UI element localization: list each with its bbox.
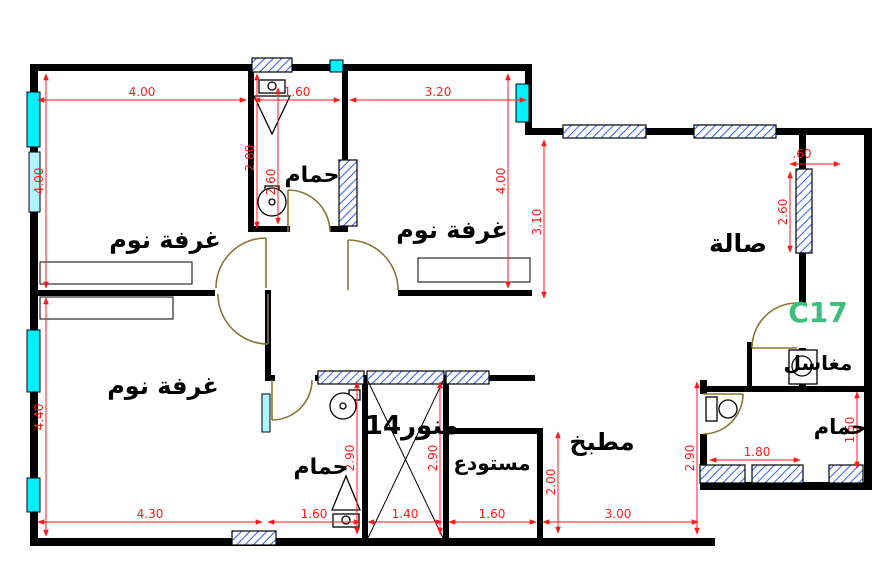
room-label-bedroom1: غرفة نوم xyxy=(109,226,221,254)
dim-label: 1.60 xyxy=(284,85,311,99)
dim-label: 3.20 xyxy=(425,85,452,99)
room-label-bath-top: حمام xyxy=(285,163,340,188)
toilet-icon xyxy=(705,396,738,422)
room-label-bedroom2: غرفة نوم xyxy=(396,216,508,244)
dim-label: 4.30 xyxy=(137,507,164,521)
toilet-icon xyxy=(331,474,361,528)
dim-label: 1.80 xyxy=(744,445,771,459)
window xyxy=(828,464,864,484)
dim-label: 2.80 xyxy=(243,145,257,172)
dim-label: 3.00 xyxy=(605,507,632,521)
room-labels: غرفة نوم حمام غرفة نوم صالة C17 مغاسل حم… xyxy=(107,163,866,480)
room-label-store: مستودع xyxy=(453,451,530,475)
door-arc xyxy=(702,393,744,435)
dim-label: 1.60 xyxy=(479,507,506,521)
room-label-bath-right: حمام xyxy=(814,415,867,439)
doors xyxy=(215,189,798,435)
room-label-kitchen: مطبخ xyxy=(569,428,634,456)
window xyxy=(26,329,41,393)
dim-label: 4.00 xyxy=(129,85,156,99)
window xyxy=(28,151,41,213)
wardrobe xyxy=(39,296,174,320)
window xyxy=(251,57,293,73)
dim-label: 2.90 xyxy=(683,445,697,472)
dim-label: 3.10 xyxy=(530,209,544,236)
door-arc xyxy=(287,189,331,233)
furniture xyxy=(39,257,531,320)
door-arc xyxy=(217,293,269,345)
door-arc xyxy=(215,237,267,289)
room-label-hall: صالة xyxy=(709,229,767,258)
dim-label: 4.00 xyxy=(32,168,46,195)
dim-label: 2.90 xyxy=(343,445,357,472)
windows xyxy=(26,57,864,546)
unit-code-label: C17 xyxy=(788,296,848,329)
wardrobe xyxy=(39,261,193,285)
window xyxy=(795,168,813,254)
sink-icon xyxy=(329,389,361,420)
dim-label: 2.90 xyxy=(426,445,440,472)
dim-label: 2.00 xyxy=(544,469,558,496)
dimensions: 4.00 1.60 3.20 4.00 4.40 2.80 2.60 4.00 … xyxy=(32,73,860,537)
lightwell-cross xyxy=(367,380,444,539)
shaft xyxy=(445,370,490,385)
dim-label: .60 xyxy=(792,147,811,161)
shaft xyxy=(338,159,358,227)
dim-label: 1.60 xyxy=(301,507,328,521)
room-label-bath-bottom: حمام xyxy=(294,455,349,480)
basin-icon xyxy=(788,349,818,385)
dim-label: 2.60 xyxy=(776,199,790,226)
room-label-bedroom3: غرفة نوم xyxy=(107,372,219,400)
shaft xyxy=(366,370,445,385)
dim-label: 4.00 xyxy=(494,168,508,195)
door-arc xyxy=(271,379,313,421)
window xyxy=(751,464,804,484)
window xyxy=(231,530,277,546)
wardrobe xyxy=(417,257,531,283)
dim-label: 2.60 xyxy=(264,169,278,196)
dim-label: 4.40 xyxy=(32,404,46,431)
window xyxy=(562,124,647,139)
dim-label: 1.40 xyxy=(392,507,419,521)
dim-label: 1.50 xyxy=(843,417,857,444)
door-arc xyxy=(347,239,399,291)
window xyxy=(693,124,777,139)
window xyxy=(699,464,746,484)
shaft xyxy=(317,370,365,385)
window xyxy=(26,91,41,148)
room-label-lightwell: منور14 xyxy=(365,411,459,441)
window xyxy=(261,393,271,433)
window xyxy=(515,83,530,123)
room-label-basins: مغاسل xyxy=(784,351,853,375)
door-arc xyxy=(751,302,798,349)
window xyxy=(329,59,344,73)
window xyxy=(26,477,41,513)
